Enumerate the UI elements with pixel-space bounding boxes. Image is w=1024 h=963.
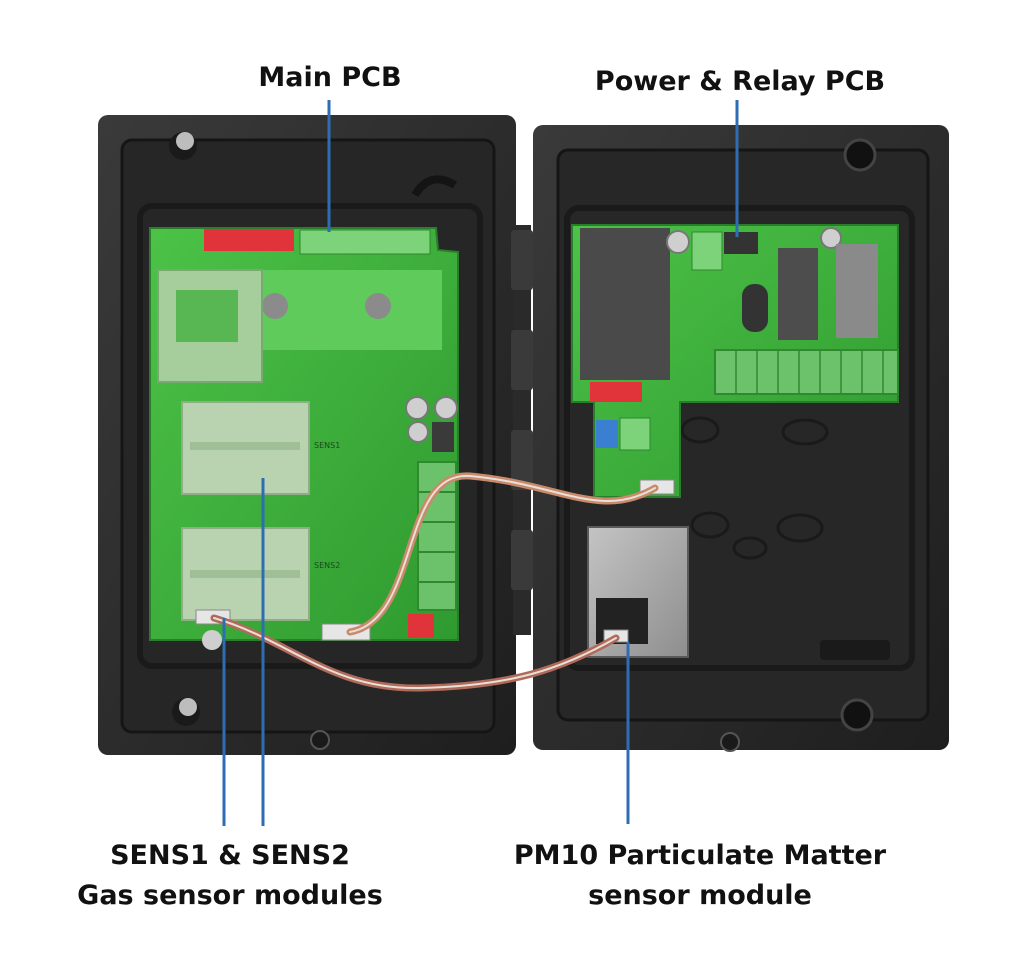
socket-module-inner [176,290,238,342]
mounting-standoff [365,293,391,319]
mounting-post [176,132,194,150]
right-enclosure-gasket [564,205,915,671]
main-pcb: SENS1 SENS2 [149,227,459,650]
mounting-hole [840,698,874,732]
hinge-knuckle [511,530,533,590]
sens2-pins [190,570,300,578]
hanging-tab [720,732,740,752]
enclosure-hinge [511,225,533,635]
capacitor [407,421,429,443]
capacitor [820,227,842,249]
cable-main-to-relay-stripe [349,474,656,633]
mounting-hole [843,138,877,172]
cable-slot [820,640,890,660]
capacitor [434,396,458,420]
capacitor [405,396,429,420]
sens1-marking: SENS1 [314,441,340,450]
pm10-sensor-module [587,526,689,658]
relay [778,248,818,340]
gas-sensor-label-line1: SENS1 & SENS2 [110,840,350,871]
terminal-block-column [417,461,457,611]
power-terminal [691,231,723,271]
gas-sensor-label-line2: Gas sensor modules [77,880,383,911]
power-relay-pcb-label-text: Power & Relay PCB [594,66,886,97]
cable-knockout [732,536,768,560]
rotate-arrow-icon [411,175,458,198]
fuse [742,284,768,332]
cable-knockout [776,513,824,543]
hinge-knuckle [511,430,533,490]
pm10-label-line1: PM10 Particulate Matter [513,840,887,871]
main-pcb-label-text: Main PCB [258,62,402,93]
leader-lines [222,100,739,826]
dip-switch-small [408,614,434,638]
ic-chip [724,232,758,254]
left-enclosure-gasket [137,203,483,669]
cable-knockout [680,416,720,444]
input-terminal [619,417,651,451]
power-relay-pcb-label: Power & Relay PCB [560,62,920,102]
header-connector [299,229,431,255]
hinge-knuckle [511,330,533,390]
mounting-post [179,698,197,716]
cable-knockout [781,418,829,446]
mounting-standoff [202,630,222,650]
relay [836,244,878,338]
hinge-knuckle [511,230,533,290]
display-area [262,270,442,350]
sens1-pins [190,442,300,450]
transformer [580,228,670,380]
power-relay-pcb [571,224,899,498]
warning-label [590,382,642,402]
relay-terminal-strip [714,349,899,395]
sens2-marking: SENS2 [314,561,340,570]
pm10-label-line2: sensor module [588,880,812,911]
gas-sensor-modules-label: SENS1 & SENS2 Gas sensor modules [40,836,420,916]
capacitor [666,230,690,254]
voltage-regulator [432,422,454,452]
dip-switch-bank [204,229,294,251]
cable-knockout [690,511,730,539]
pm10-sensor-module-label: PM10 Particulate Matter sensor module [480,836,920,916]
mounting-standoff [262,293,288,319]
ribbon-cables [210,472,659,692]
main-pcb-label: Main PCB [230,58,430,98]
hanging-tab [310,730,330,750]
blue-terminal [596,420,618,448]
cable-sensor-to-pm10-stripe [213,617,617,690]
